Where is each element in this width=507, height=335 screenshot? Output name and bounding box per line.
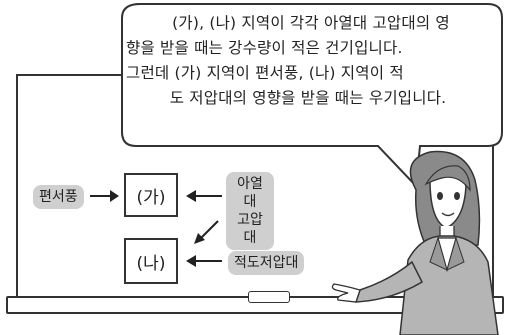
subtropical-high-line1: 아열대 [237, 176, 263, 210]
subtropical-high-label: 아열대 고압대 [226, 172, 274, 250]
speech-line-1: (가), (나) 지역이 각각 아열대 고압대의 영 [172, 14, 450, 32]
arrow-left-icon [186, 255, 222, 267]
region-na-label: (나) [136, 253, 166, 274]
region-na-box: (나) [124, 238, 178, 284]
arrow-down-left-icon [194, 220, 219, 244]
arrow-left-icon [186, 190, 222, 202]
region-ga-box: (가) [124, 173, 178, 217]
speech-line-3: 그런데 (가) 지역이 편서풍, (나) 지역이 적 [126, 64, 404, 82]
speech-line-2: 향을 받을 때는 강수량이 적은 건기입니다. [126, 39, 403, 57]
speech-line-4: 도 저압대의 영향을 받을 때는 우기입니다. [169, 89, 447, 107]
teacher-illustration [331, 150, 499, 335]
subtropical-high-line2: 고압대 [237, 212, 263, 246]
arrow-right-icon [90, 190, 119, 202]
equatorial-low-label: 적도저압대 [228, 251, 305, 275]
westerlies-label: 편서풍 [33, 185, 84, 209]
speech-text: (가), (나) 지역이 각각 아열대 고압대의 영 향을 받을 때는 강수량이… [126, 11, 496, 111]
region-ga-label: (가) [136, 187, 166, 208]
eraser-icon [248, 291, 290, 303]
